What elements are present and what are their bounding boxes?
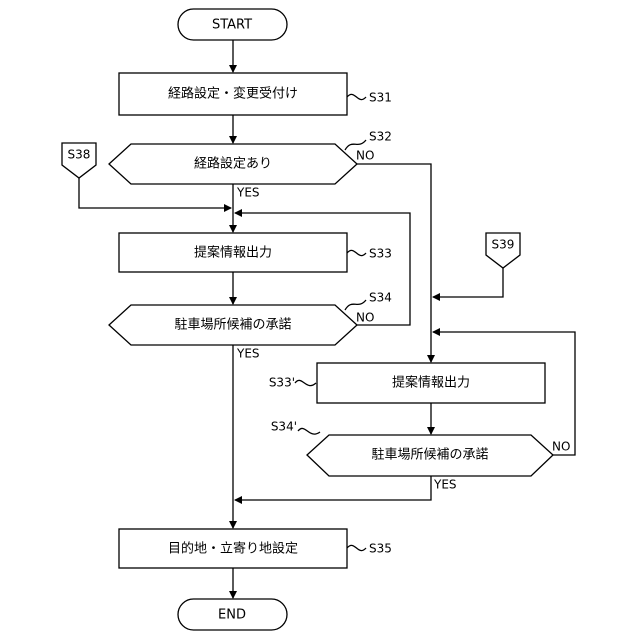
end-terminal: END (178, 599, 287, 630)
decision-s34-prime-label: 駐車場所候補の承諾 (371, 447, 488, 463)
step-s31-label: 経路設定・変更受付け (168, 86, 298, 102)
decision-s32-yes: YES (236, 186, 260, 200)
arrow-s32-no-branch (357, 164, 431, 362)
step-s33-prime-ref: S33' (269, 376, 295, 390)
leader-s34 (345, 300, 366, 310)
step-s33-prime-label: 提案情報出力 (392, 375, 470, 391)
connector-s38: S38 (62, 143, 96, 178)
end-label: END (218, 608, 246, 623)
leader-s34p (298, 428, 320, 434)
decision-s32-label: 経路設定あり (194, 156, 272, 172)
step-s35-ref: S35 (369, 542, 392, 556)
decision-s32: 経路設定あり S32 NO YES (109, 130, 392, 200)
arrow-s39-merge (433, 268, 503, 297)
decision-s34-prime-ref: S34' (271, 420, 297, 434)
step-s33: 提案情報出力 S33 (119, 233, 392, 272)
decision-s34-yes: YES (236, 347, 260, 361)
start-terminal: START (178, 9, 287, 40)
decision-s34-prime: 駐車場所候補の承諾 S34' NO YES (271, 420, 571, 492)
decision-s34-prime-yes: YES (433, 478, 457, 492)
decision-s34-label: 駐車場所候補の承諾 (174, 317, 291, 333)
connector-s39-label: S39 (492, 238, 515, 252)
leader-s33 (347, 250, 366, 255)
arrow-s34p-yes-join (235, 476, 431, 500)
step-s33-prime: 提案情報出力 S33' (269, 363, 545, 403)
leader-s31 (347, 94, 366, 99)
decision-s34: 駐車場所候補の承諾 S34 NO YES (109, 291, 392, 361)
leader-s33p (295, 380, 316, 385)
decision-s34-ref: S34 (369, 291, 392, 305)
step-s33-label: 提案情報出力 (194, 245, 272, 261)
connector-s38-label: S38 (68, 148, 91, 162)
decision-s32-no: NO (356, 149, 374, 163)
decision-s32-ref: S32 (369, 130, 392, 144)
step-s35: 目的地・立寄り地設定 S35 (119, 529, 392, 568)
step-s33-ref: S33 (369, 247, 392, 261)
start-label: START (212, 18, 252, 33)
step-s35-label: 目的地・立寄り地設定 (168, 541, 298, 557)
decision-s34-prime-no: NO (552, 440, 570, 454)
decision-s34-no: NO (356, 311, 374, 325)
step-s31-ref: S31 (369, 91, 392, 105)
connector-s39: S39 (486, 233, 520, 268)
leader-s35 (347, 545, 366, 550)
